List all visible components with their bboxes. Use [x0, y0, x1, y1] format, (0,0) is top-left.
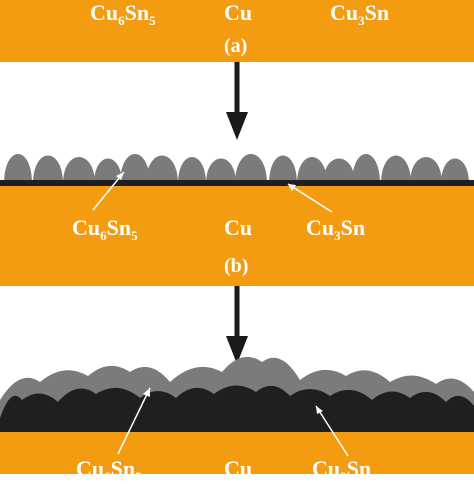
diagram: Cu6Sn5 Cu Cu3Sn (a) Cu6Sn5 Cu Cu3Sn (b) …	[0, 0, 474, 474]
label-cu-c: Cu	[224, 456, 253, 481]
cu6sn5-scallop	[441, 158, 469, 184]
cu3sn-layer-b	[0, 180, 474, 188]
label-cu3sn-b: Cu3Sn	[306, 215, 366, 243]
copper-substrate-b	[0, 186, 474, 286]
copper-substrate-c	[0, 432, 474, 474]
cu6sn5-scallop	[146, 155, 178, 184]
stage-tag-b: (b)	[224, 255, 249, 277]
copper-substrate-a	[0, 0, 474, 62]
cu6sn5-scallop	[63, 157, 95, 184]
pointer-line-cu3sn-c	[315, 405, 349, 457]
cu6sn5-scallop	[94, 158, 122, 184]
down-arrow-2	[226, 286, 248, 364]
label-cu-a: Cu	[224, 0, 253, 25]
cu6sn5-scallop	[235, 154, 267, 184]
cu6sn5-scallop	[381, 155, 411, 184]
cu6sn5-scallop	[206, 158, 236, 184]
pointer-line-cu6sn5-c	[117, 387, 151, 455]
cu6sn5-scallop	[352, 154, 380, 184]
cu6sn5-scallops-b	[4, 154, 469, 184]
pointer-line-cu6sn5-b	[92, 171, 125, 211]
label-cu6sn5-b: Cu6Sn5	[72, 215, 138, 243]
label-cu3sn-c: Cu3Sn	[312, 456, 372, 484]
pointer-line-cu3sn-b	[287, 183, 333, 213]
label-cu-b: Cu	[224, 215, 253, 240]
label-cu6sn5-a: Cu6Sn5	[90, 0, 156, 28]
cu6sn5-scallop	[323, 158, 355, 184]
cu6sn5-scallop	[178, 157, 206, 184]
label-cu6sn5-c: Cu6Sn5	[76, 456, 142, 484]
cu6sn5-scallop	[4, 154, 32, 184]
cu6sn5-scallop	[120, 154, 150, 184]
cu6sn5-scallop	[410, 157, 442, 184]
stage-tag-a: (a)	[224, 35, 248, 57]
label-cu3sn-a: Cu3Sn	[330, 0, 390, 28]
cu6sn5-scallop	[297, 157, 327, 184]
down-arrow-1	[226, 62, 248, 140]
cu6sn5-scallop	[269, 155, 297, 184]
diagram-art	[0, 0, 474, 474]
cu6sn5-scallop	[33, 155, 63, 184]
cu3sn-layer-c	[0, 385, 474, 434]
